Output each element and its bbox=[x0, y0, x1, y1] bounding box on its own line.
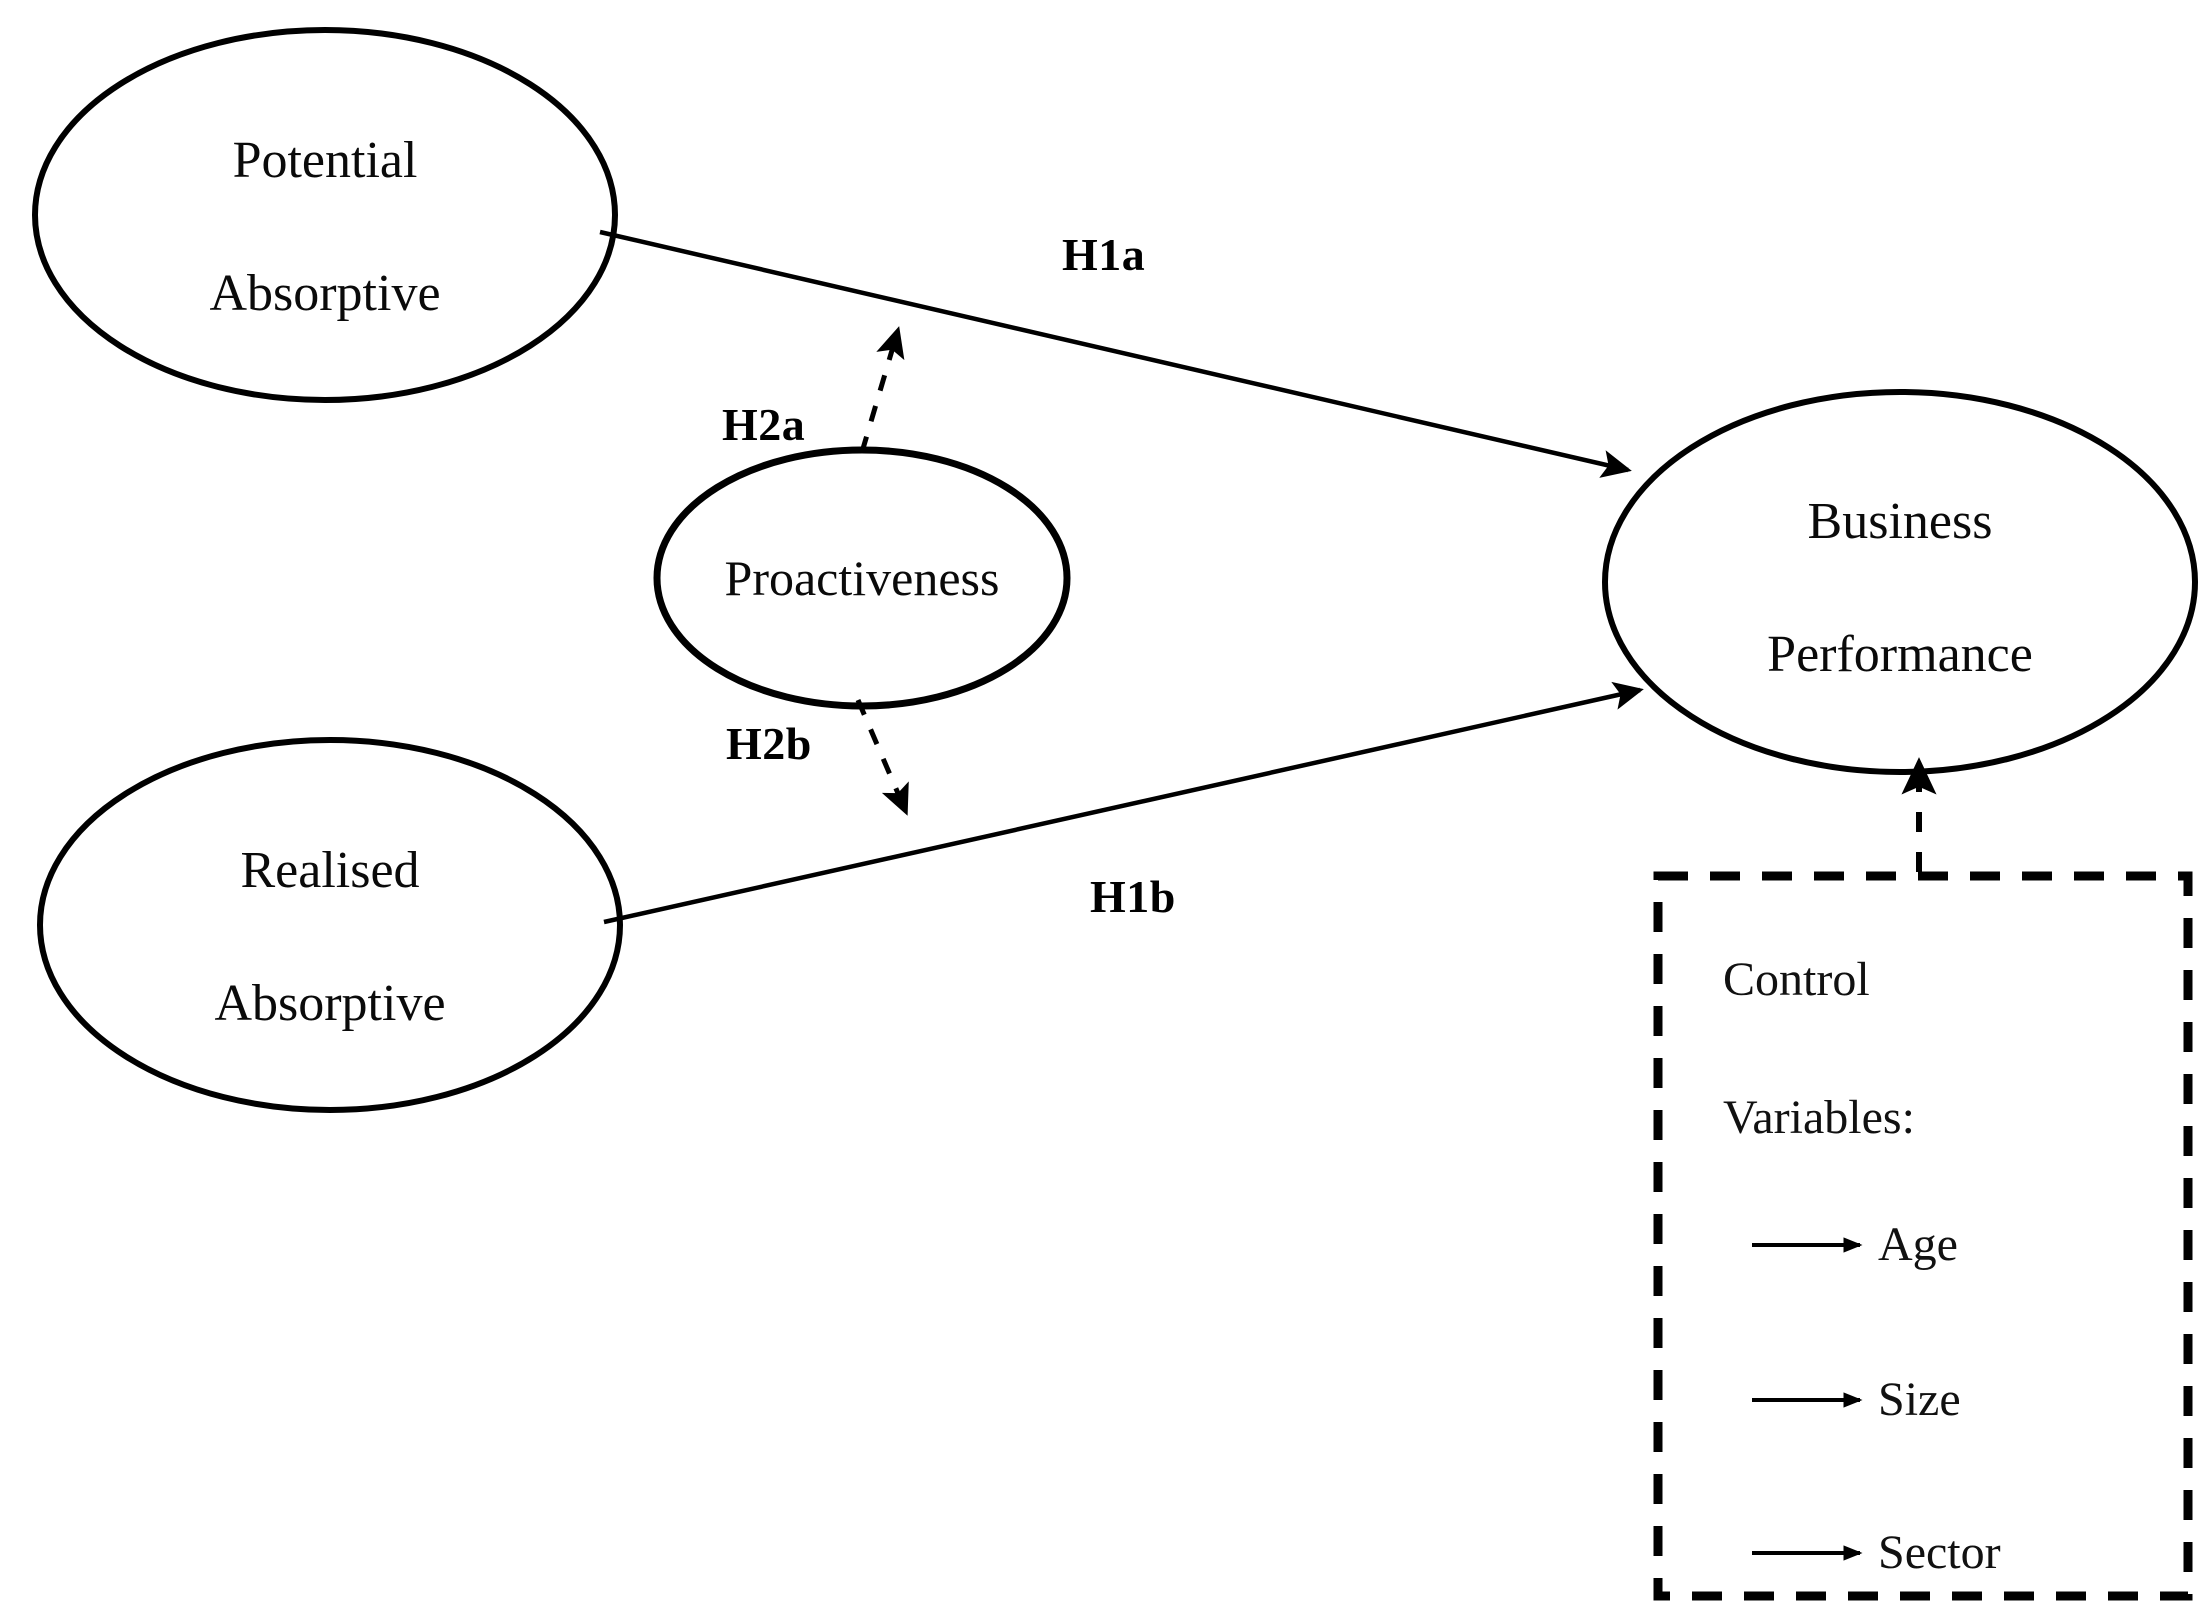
node-potential-absorptive bbox=[32, 27, 618, 403]
hypothesis-label-h1a: H1a bbox=[1062, 229, 1146, 280]
control-variables-box bbox=[1653, 871, 2193, 1601]
hypothesis-label-h2b: H2b bbox=[726, 718, 812, 769]
hypothesis-label-h1b: H1b bbox=[1090, 871, 1176, 922]
control-variable-item-sector: Sector bbox=[1878, 1526, 2001, 1579]
edge-h1b bbox=[603, 681, 1644, 925]
node-business-performance bbox=[1602, 389, 2198, 775]
node-proactiveness bbox=[653, 446, 1071, 710]
control-variable-item-age: Age bbox=[1878, 1218, 1958, 1271]
node-realised-absorptive bbox=[37, 737, 623, 1113]
edge-h1a bbox=[599, 229, 1632, 478]
hypothesis-label-h2a: H2a bbox=[722, 399, 806, 450]
edge-h2b bbox=[855, 699, 909, 816]
edge-h2a bbox=[859, 326, 905, 453]
control-variable-item-size: Size bbox=[1878, 1373, 1961, 1426]
control-variables-title-line1: Control bbox=[1723, 953, 1870, 1006]
control-variables-title-line2: Variables: bbox=[1723, 1091, 1915, 1144]
